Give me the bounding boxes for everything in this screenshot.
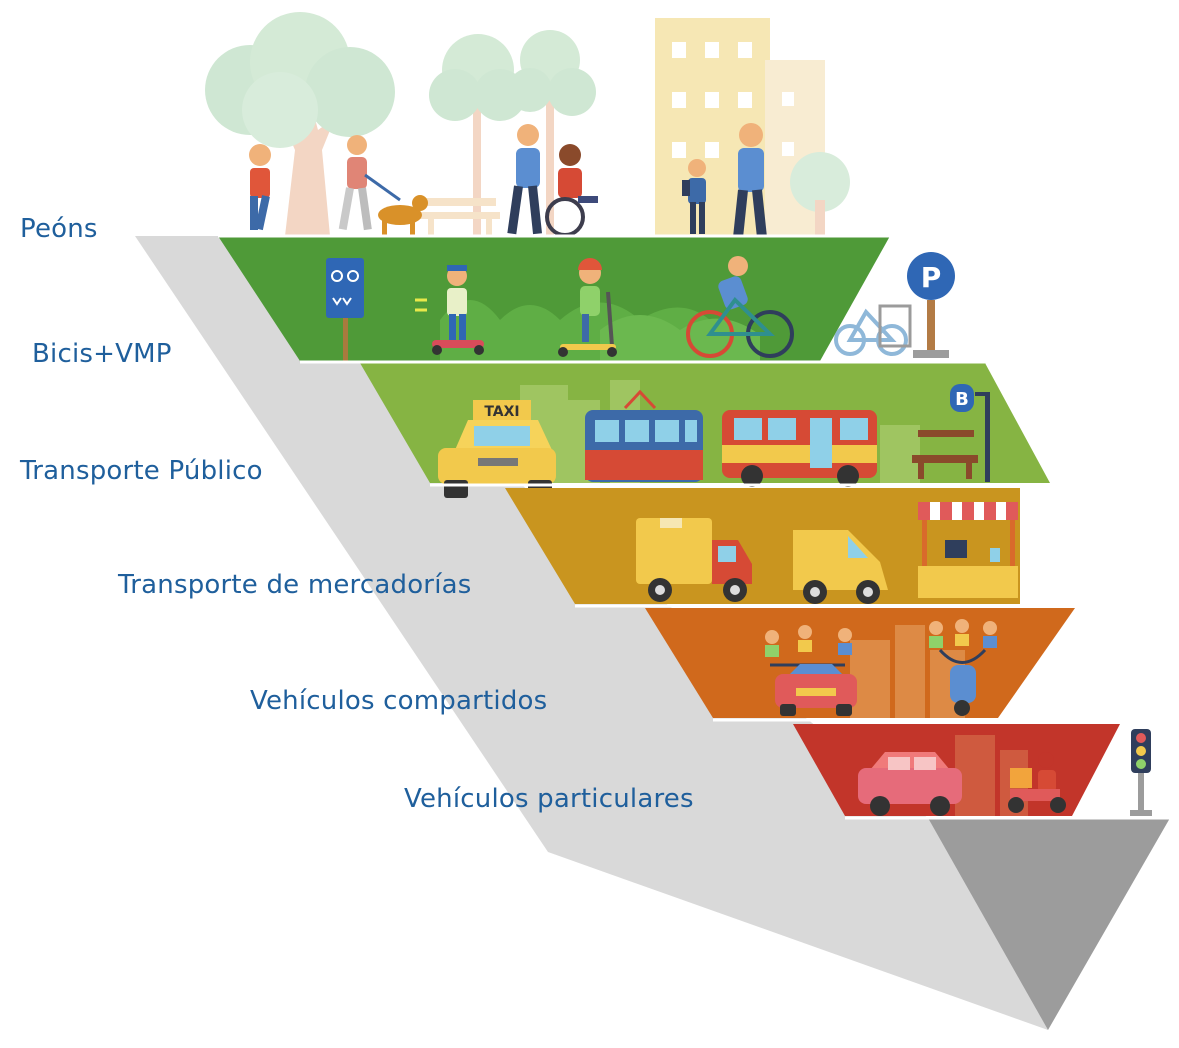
bike-parking-icon (834, 300, 949, 358)
tree (205, 12, 395, 236)
scooter-rider-icon (558, 258, 617, 357)
tier-private (793, 724, 1152, 816)
private-car-icon (858, 752, 962, 816)
child-walking-icon (249, 144, 271, 231)
market-stall-icon (918, 502, 1018, 598)
bus-icon (722, 410, 877, 487)
taxi-sign-text: TAXI (484, 404, 519, 420)
delivery-motorbike-icon (1008, 752, 1066, 813)
tier-public: TAXI (360, 363, 1050, 498)
parent-and-child-icon (682, 123, 767, 237)
pyramid-side-face (135, 236, 1048, 1030)
bus-stop-letter: B (955, 389, 969, 410)
tier-label-public: Transporte Público (20, 456, 263, 486)
cyclist-icon (686, 256, 794, 358)
bus-stop-sign-icon: B (950, 384, 974, 412)
tier-label-peons: Peóns (20, 214, 98, 244)
pyramid-tip-face (928, 818, 1170, 1030)
delivery-van-icon (793, 530, 888, 604)
motosharing-icon (929, 619, 997, 716)
parking-sign-icon: P (907, 252, 955, 300)
parking-sign-letter: P (921, 261, 942, 294)
bus-stop-bench-icon (912, 392, 990, 482)
tier-goods (505, 488, 1020, 604)
tier-separators (218, 234, 1170, 820)
tier-peons-scene (205, 12, 850, 237)
tier-label-bicis: Bicis+VMP (32, 339, 172, 369)
hoverboard-rider-icon (415, 265, 484, 355)
bench (420, 198, 500, 236)
delivery-truck-icon (636, 518, 752, 602)
tier-label-goods: Transporte de mercadorías (118, 570, 472, 600)
tram-icon (585, 389, 703, 482)
bike-lane-sign-icon (326, 258, 364, 361)
tree (429, 30, 850, 236)
woman-with-dog-icon (338, 135, 428, 236)
tier-shared (645, 608, 1075, 718)
wheelchair-icon (507, 124, 598, 237)
traffic-light-icon (1130, 729, 1152, 816)
tier-label-shared: Vehículos compartidos (250, 686, 548, 716)
tier-label-private: Vehículos particulares (404, 784, 694, 814)
carsharing-icon (765, 625, 857, 716)
tier-bicis: P (218, 236, 955, 361)
